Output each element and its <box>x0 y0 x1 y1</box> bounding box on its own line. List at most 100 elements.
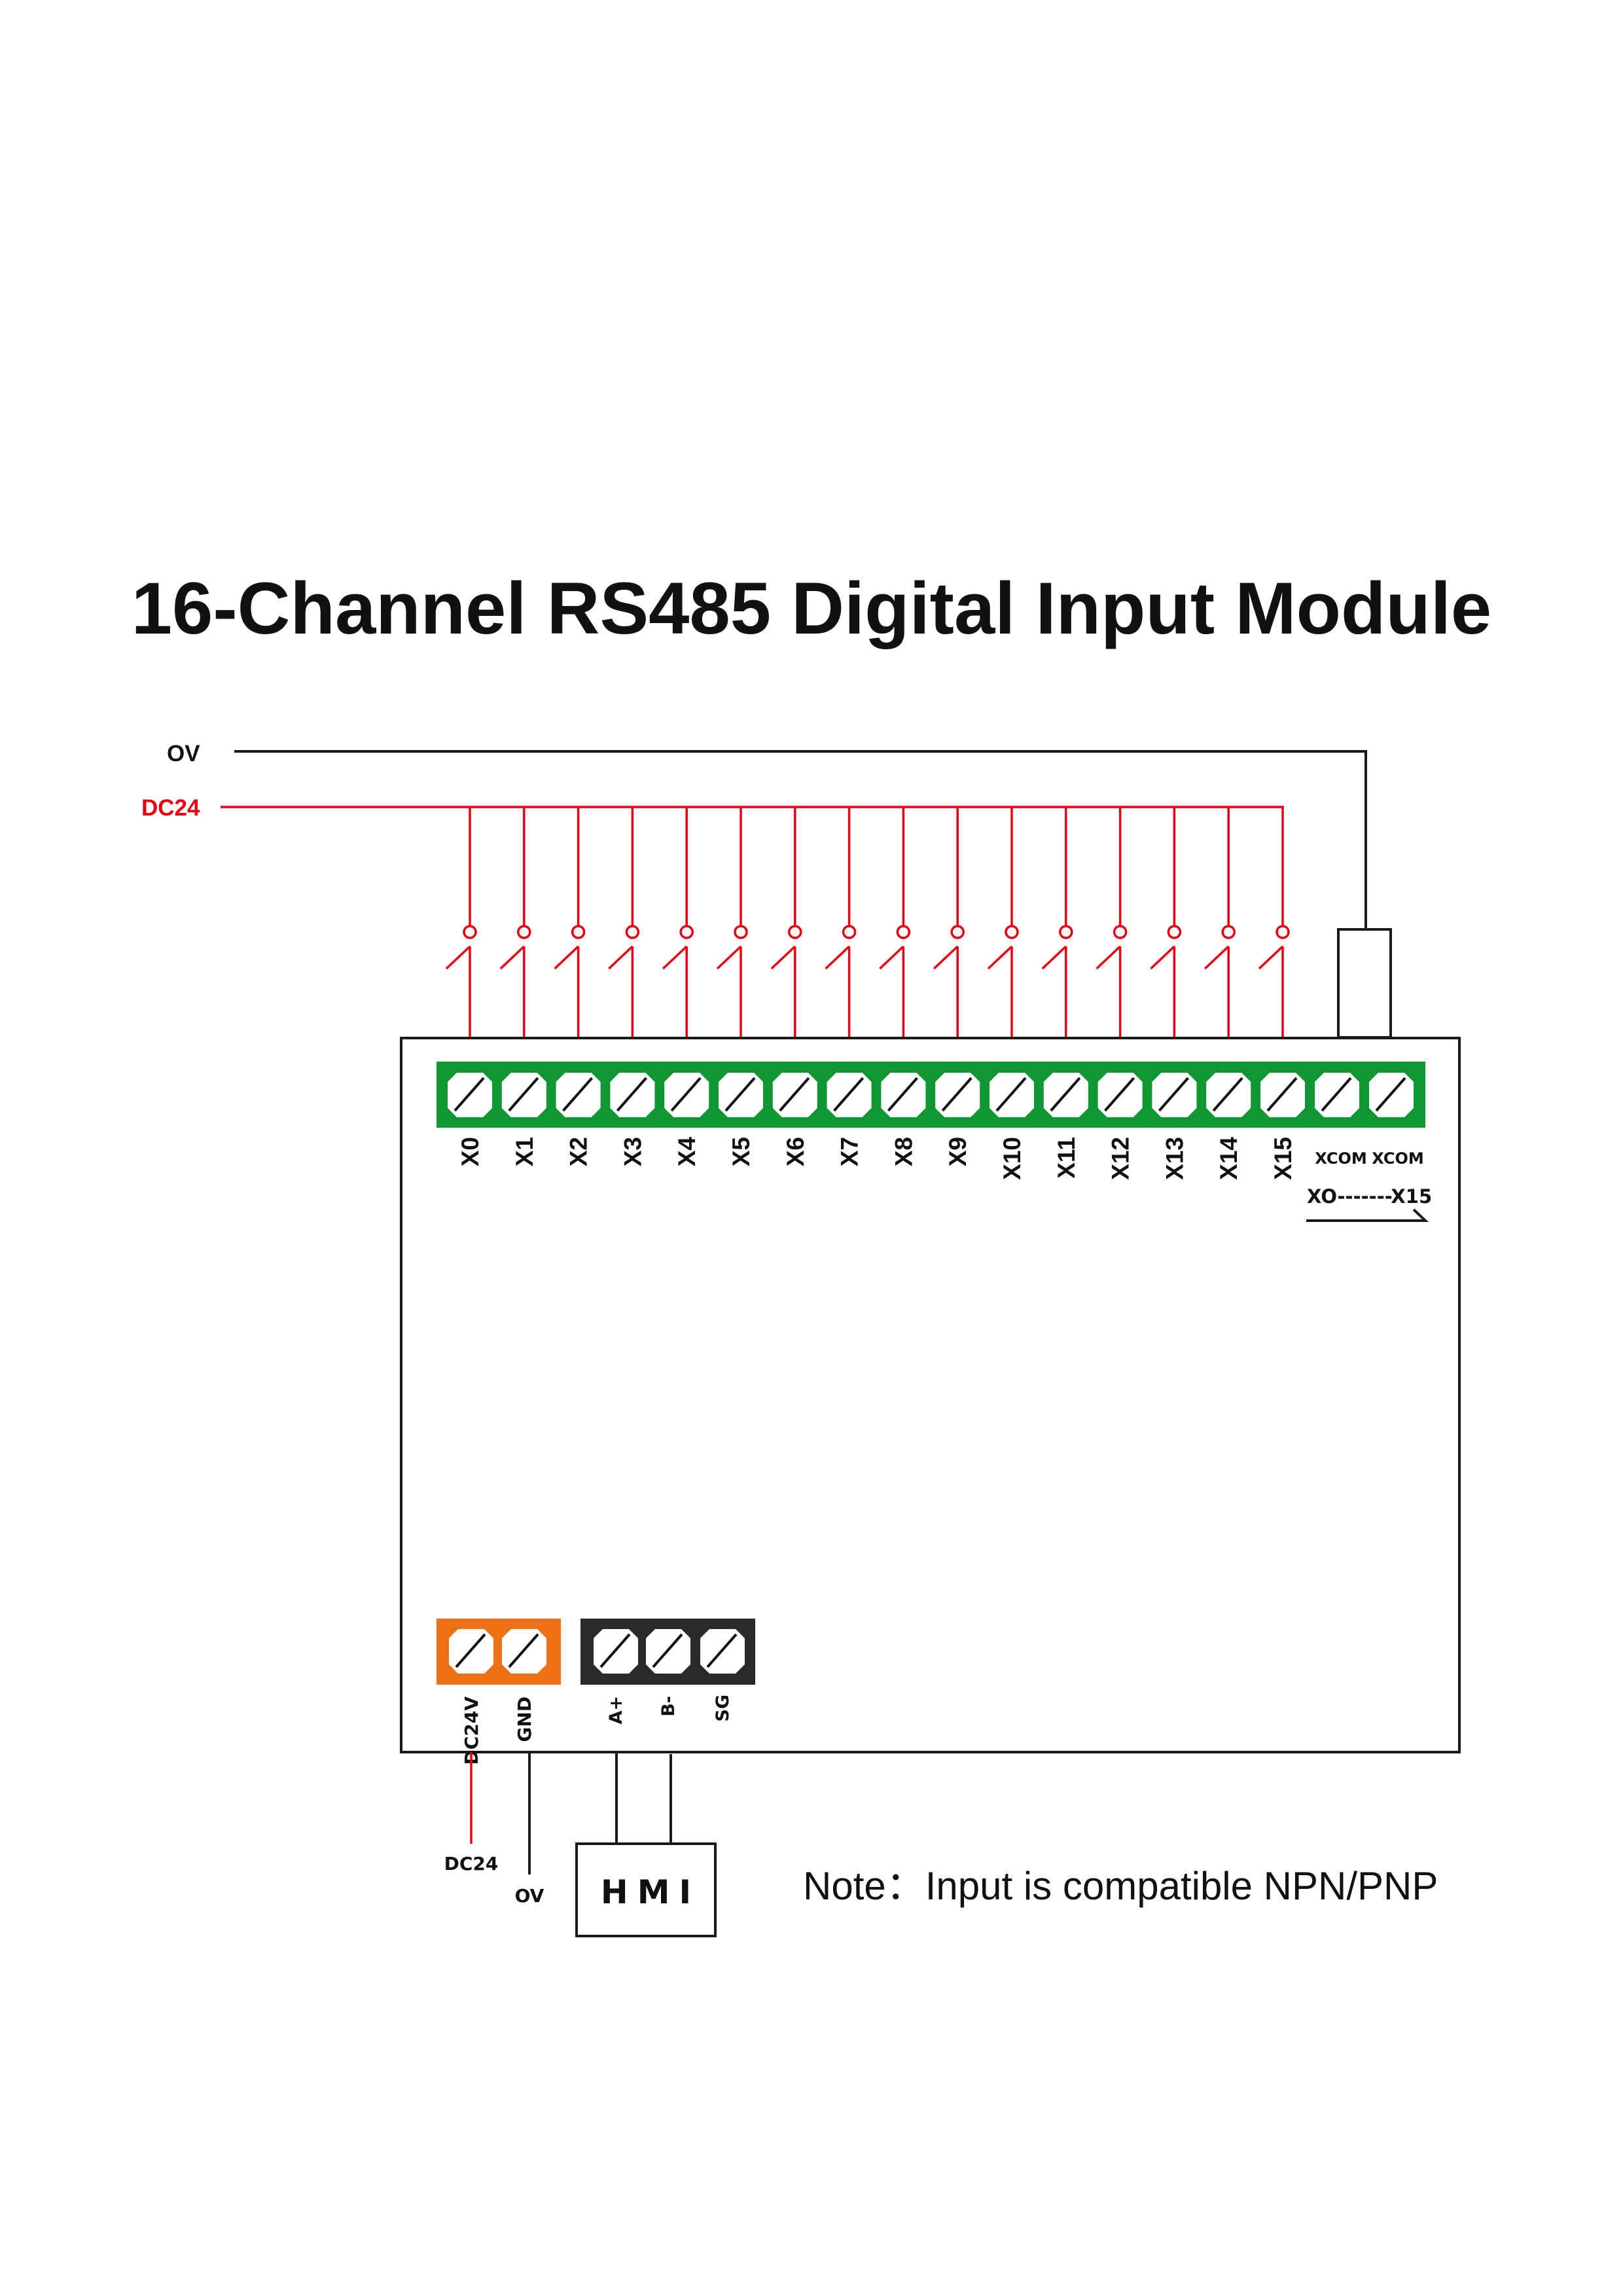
switch-contact <box>679 925 694 939</box>
switch-contact <box>1113 925 1128 939</box>
input-label-x10: X10 <box>999 1137 1026 1180</box>
switch-lever <box>554 945 579 970</box>
input-switch-x11 <box>1041 807 1073 1038</box>
terminal-screw-x10 <box>990 1073 1034 1117</box>
input-screws <box>448 1073 1414 1117</box>
terminal-screw-x4 <box>664 1073 709 1117</box>
terminal-screw-x12 <box>1097 1073 1143 1117</box>
terminal-screw-x7 <box>827 1073 872 1117</box>
hmi-label: HMI <box>601 1873 700 1911</box>
comm-label-a-plus: A+ <box>606 1696 626 1725</box>
supply-label-0v: OV <box>515 1885 544 1907</box>
hmi-box <box>575 1842 717 1937</box>
switch-lever <box>1041 945 1067 970</box>
input-switch-x12 <box>1096 807 1128 1038</box>
switch-contact <box>788 925 802 939</box>
switch-lever <box>1096 945 1121 970</box>
input-label-x15: X15 <box>1270 1137 1296 1180</box>
diagram-title: 16-Channel RS485 Digital Input Module <box>132 567 1491 649</box>
switch-lever <box>1204 945 1230 970</box>
switch-contact <box>1275 925 1290 939</box>
input-switch-x8 <box>879 807 911 1038</box>
screw-slot <box>562 1077 594 1112</box>
switch-contact <box>1221 925 1236 939</box>
module-body <box>400 1037 1461 1753</box>
terminal-screw-x0 <box>448 1073 492 1117</box>
input-label-x1: X1 <box>511 1137 538 1166</box>
input-label-x11: X11 <box>1053 1137 1080 1179</box>
supply-label-dc24: DC24 <box>444 1853 499 1874</box>
input-switches <box>445 807 1290 1038</box>
switch-lever <box>770 945 796 970</box>
screw-slot <box>941 1077 972 1112</box>
switch-lever <box>1258 945 1284 970</box>
input-label-x9: X9 <box>944 1137 971 1166</box>
input-switch-x7 <box>825 807 857 1038</box>
input-switch-x1 <box>499 807 531 1038</box>
terminal-screw-x9 <box>935 1073 980 1117</box>
switch-contact <box>950 925 965 939</box>
screw-slot <box>616 1077 647 1112</box>
switch-contact <box>896 925 911 939</box>
rail-label-0v: OV <box>167 741 200 766</box>
input-switch-x14 <box>1204 807 1236 1038</box>
switch-lever <box>825 945 850 970</box>
switch-contact <box>1059 925 1073 939</box>
comm-screw-0 <box>594 1629 638 1674</box>
comm-screw-1 <box>646 1629 690 1674</box>
comm-label-b-minus: B- <box>658 1696 679 1717</box>
switch-lever <box>716 945 742 970</box>
input-label-x2: X2 <box>565 1137 592 1166</box>
screw-slot <box>1158 1077 1189 1112</box>
xcom-connector <box>1337 928 1392 1039</box>
input-switch-x3 <box>608 807 640 1038</box>
terminal-screw-xcom-2 <box>1369 1073 1414 1117</box>
switch-lever <box>1150 945 1175 970</box>
input-switch-x2 <box>554 807 586 1038</box>
input-label-x5: X5 <box>728 1137 755 1166</box>
power-screw-gnd <box>502 1629 546 1674</box>
switch-lever <box>445 945 471 970</box>
terminal-screw-x5 <box>719 1073 763 1117</box>
power-screw-dc24v <box>449 1629 493 1674</box>
comm-screw-2 <box>700 1629 745 1674</box>
input-switch-x6 <box>770 807 802 1038</box>
screw-slot <box>706 1633 738 1668</box>
screw-slot <box>724 1077 756 1112</box>
terminal-screw-x6 <box>772 1073 817 1117</box>
screw-slot <box>454 1077 485 1112</box>
switch-contact <box>463 925 477 939</box>
screw-slot <box>995 1077 1027 1112</box>
terminal-screw-x8 <box>881 1073 926 1117</box>
input-switch-x10 <box>987 807 1019 1038</box>
comm-label-sg: SG <box>713 1695 733 1722</box>
input-switch-x9 <box>933 807 965 1038</box>
terminal-screw-x3 <box>610 1073 655 1117</box>
terminal-screw-x14 <box>1206 1073 1251 1117</box>
input-label-x3: X3 <box>619 1137 646 1166</box>
screw-slot <box>779 1077 810 1112</box>
input-switch-x0 <box>445 807 477 1038</box>
screw-slot <box>670 1077 702 1112</box>
terminal-screw-x15 <box>1260 1073 1305 1117</box>
input-switch-x5 <box>716 807 748 1038</box>
terminal-screw-x2 <box>556 1073 601 1117</box>
common-range-arrow <box>1306 1208 1429 1222</box>
input-label-x12: X12 <box>1107 1137 1134 1180</box>
screw-slot <box>508 1077 539 1112</box>
terminal-screw-xcom-1 <box>1315 1073 1359 1117</box>
switch-contact <box>734 925 748 939</box>
screw-slot <box>652 1633 683 1668</box>
terminal-screw-x13 <box>1152 1073 1197 1117</box>
rail-label-dc24: DC24 <box>141 795 200 821</box>
input-label-x8: X8 <box>890 1137 917 1166</box>
switch-contact <box>625 925 640 939</box>
xcom-label-1: XCOM <box>1315 1149 1367 1168</box>
screw-slot <box>887 1077 918 1112</box>
switch-contact <box>1005 925 1019 939</box>
screw-slot <box>455 1633 486 1668</box>
screw-slot <box>1375 1077 1406 1112</box>
0v-rail-wire <box>234 750 1367 929</box>
terminal-screw-x11 <box>1043 1073 1088 1117</box>
